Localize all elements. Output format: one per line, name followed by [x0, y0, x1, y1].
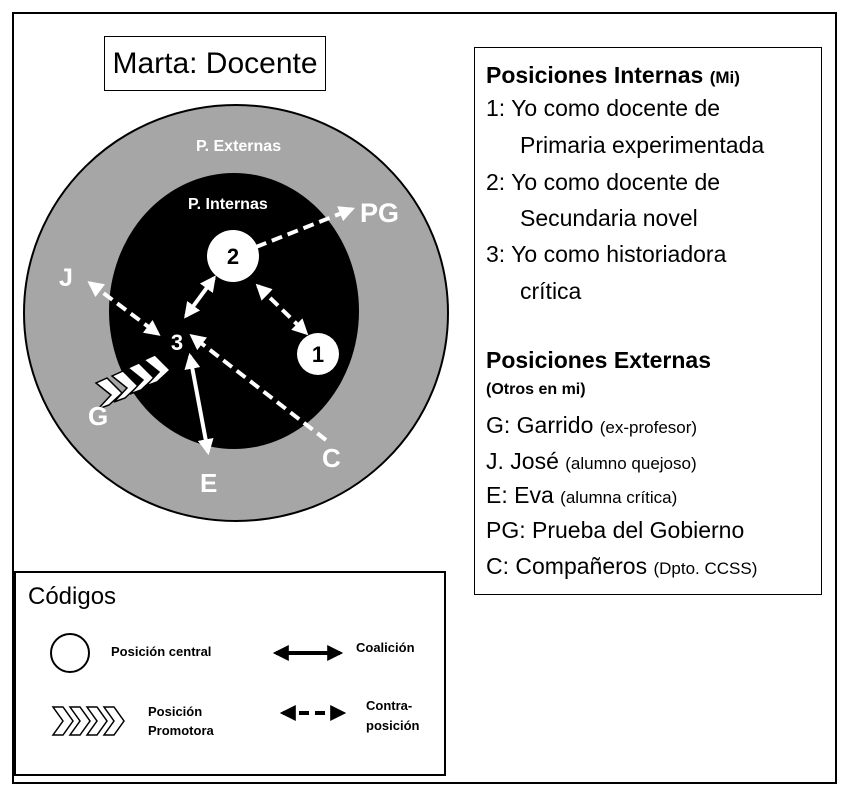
arrow-3-to-2	[184, 275, 216, 319]
externas-item-E: E: Eva (alumna crítica)	[486, 482, 677, 509]
internas-item-2-line2: Secundaria novel	[520, 205, 698, 231]
externas-item-J-note: (alumno quejoso)	[565, 454, 697, 473]
internas-title-note: (Mi)	[709, 68, 740, 87]
externas-item-G: G: Garrido (ex-profesor)	[486, 412, 697, 439]
externas-item-C-main: C: Compañeros	[486, 553, 648, 579]
arrow-C-to-3	[189, 334, 328, 442]
internas-item-1-line1: 1: Yo como docente de	[486, 95, 721, 121]
code-promotora-label-1: Posición	[148, 704, 203, 719]
external-G-label: G	[88, 401, 108, 431]
code-promotora-label-2: Promotora	[148, 723, 214, 738]
externas-item-PG-main: PG: Prueba del Gobierno	[486, 517, 745, 543]
externas-item-G-main: G: Garrido	[486, 412, 594, 438]
code-coalicion-label: Coalición	[356, 640, 415, 655]
externas-item-E-note: (alumna crítica)	[560, 488, 678, 507]
title-text: Marta: Docente	[112, 46, 318, 80]
internas-title: Posiciones Internas (Mi)	[486, 62, 740, 89]
externas-subtitle: (Otros en mi)	[486, 381, 586, 398]
externas-item-C: C: Compañeros (Dpto. CCSS)	[486, 553, 757, 580]
inner-circle-internas	[109, 173, 359, 449]
externas-item-E-main: E: Eva	[486, 482, 554, 508]
externas-item-J: J. José (alumno quejoso)	[486, 448, 697, 475]
promotora-chevrons	[94, 354, 172, 410]
arrow-2-to-1	[255, 283, 309, 336]
node-1-circle	[297, 333, 339, 375]
positions-legend-box: Posiciones Internas (Mi) 1: Yo como doce…	[474, 47, 822, 595]
external-C-label: C	[322, 443, 341, 473]
legend-promotora-chevrons	[51, 706, 125, 736]
arrow-J-to-3	[87, 281, 161, 336]
arrow-2-to-PG	[255, 206, 355, 249]
internas-item-1-line2: Primaria experimentada	[520, 132, 765, 158]
figure-frame	[12, 12, 837, 784]
internas-item-3-line2: crítica	[520, 278, 582, 304]
internas-title-text: Posiciones Internas	[486, 62, 704, 88]
outer-ring-label: P. Externas	[196, 138, 281, 155]
external-PG-label: PG	[360, 198, 399, 228]
inner-circle-label: P. Internas	[188, 196, 268, 213]
title-box: Marta: Docente	[104, 36, 326, 91]
internas-item-3-line1: 3: Yo como historiadora	[486, 241, 727, 267]
codes-title: Códigos	[28, 583, 117, 610]
externas-title: Posiciones Externas	[486, 347, 711, 373]
external-J-label: J	[59, 264, 73, 292]
externas-item-PG: PG: Prueba del Gobierno	[486, 517, 744, 544]
arrow-3-to-E	[184, 352, 214, 456]
code-contra-label-2: posición	[366, 718, 420, 733]
code-central-label: Posición central	[111, 644, 212, 659]
node-2-circle	[207, 230, 259, 282]
node-1-label: 1	[312, 342, 324, 367]
externas-item-C-note: (Dpto. CCSS)	[653, 559, 758, 578]
code-contra-label-1: Contra-	[366, 698, 413, 713]
externas-item-G-note: (ex-profesor)	[599, 418, 698, 437]
legend-central-icon	[50, 633, 90, 673]
internas-item-2-line1: 2: Yo como docente de	[486, 169, 721, 195]
node-2-label: 2	[227, 244, 239, 269]
externas-item-J-main: J. José	[486, 448, 559, 474]
external-E-label: E	[200, 468, 217, 498]
codes-legend-box: Códigos Posición central Coalición Posic…	[14, 571, 446, 776]
node-3-label: 3	[171, 330, 183, 355]
